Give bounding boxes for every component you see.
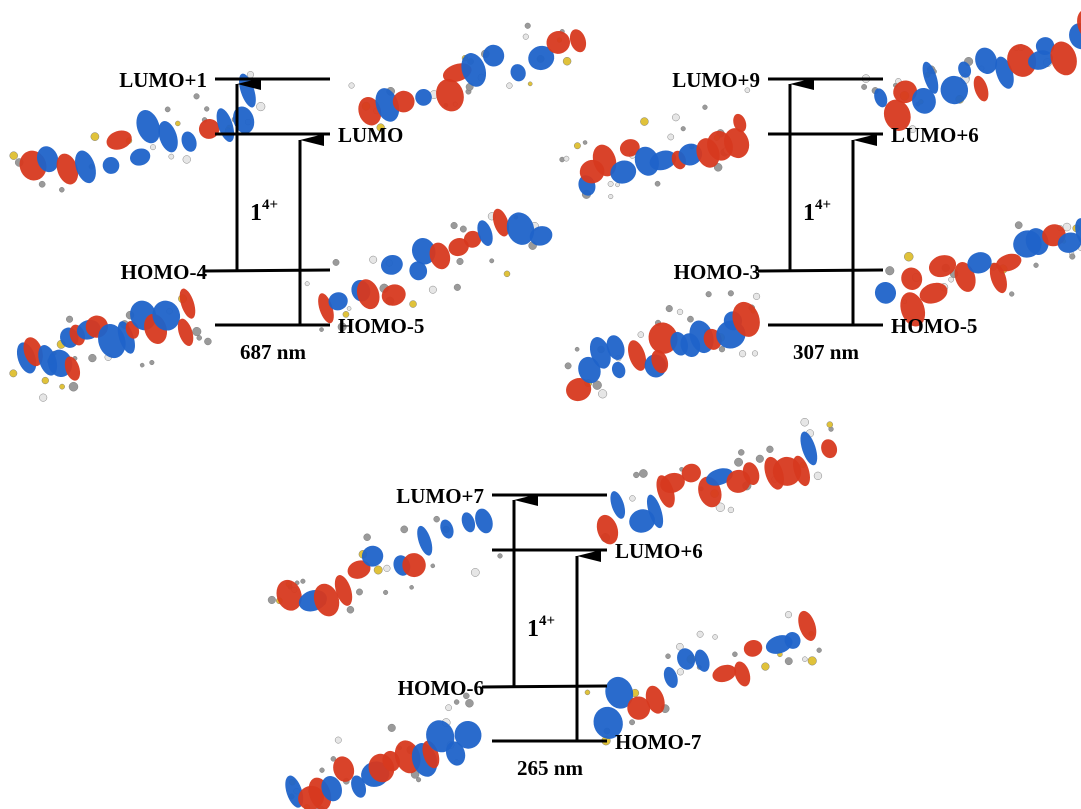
orbital-homo-minus-4-image [304,208,553,332]
level-label-lower2: HOMO-4 [121,260,208,284]
wavelength-label: 687 nm [240,340,306,364]
panel-3: LUMO+7 LUMO+6 HOMO-6 HOMO-7 14+ 265 nm [267,418,838,809]
level-label-upper2: LUMO+7 [396,484,484,508]
level-label-upper2: LUMO+1 [119,68,207,92]
orbital-homo-minus-6-image [584,610,822,746]
species-label: 14+ [803,197,831,226]
orbital-lumo-plus-6-image [267,508,503,617]
orbital-lumo-image [9,71,266,193]
level-label-lower2: HOMO-6 [398,676,484,700]
orbital-homo-minus-5-image [564,290,761,402]
orbital-homo-minus-7-image [285,692,482,809]
level-label-lower1: HOMO-7 [615,730,701,754]
level-label-upper1: LUMO+6 [891,123,979,147]
level-label-upper2: LUMO+9 [672,68,760,92]
panel-2: LUMO+9 LUMO+6 HOMO-3 HOMO-5 14+ 307 nm [559,9,1081,402]
panel-1: LUMO+1 LUMO HOMO-4 HOMO-5 14+ 687 nm [9,22,587,402]
orbital-lumo-plus-6-image [559,87,751,200]
orbital-lumo-plus-1-image [348,22,587,132]
level-label-lower1: HOMO-5 [891,314,977,338]
orbital-homo-minus-5-image [9,288,212,402]
level-label-upper1: LUMO [338,123,403,147]
level-lower2 [204,268,331,273]
level-lower2 [757,268,884,273]
orbital-lumo-plus-7-image [596,418,838,545]
species-label: 14+ [250,197,278,226]
species-label: 14+ [527,613,555,642]
wavelength-label: 265 nm [517,756,583,780]
level-lower2 [481,684,608,689]
level-label-upper1: LUMO+6 [615,539,703,563]
orbital-homo-minus-3-image [874,218,1081,327]
level-label-lower2: HOMO-3 [674,260,760,284]
wavelength-label: 307 nm [793,340,859,364]
level-label-lower1: HOMO-5 [338,314,424,338]
